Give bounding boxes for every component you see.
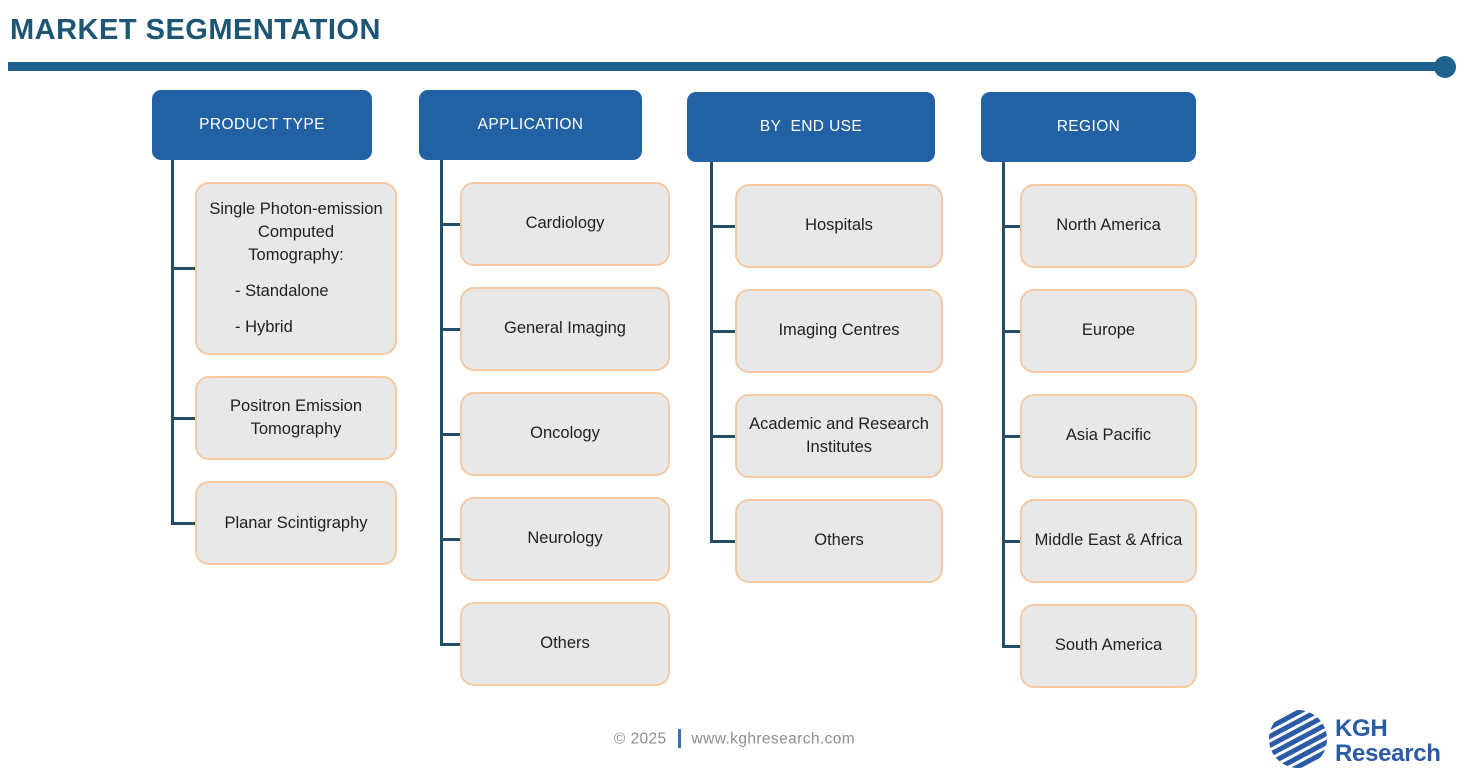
segment-box-application-4: Others <box>440 602 670 686</box>
segment-box-end-use-3: Others <box>710 499 943 583</box>
segment-box-region-4: South America <box>1002 604 1197 688</box>
globe-icon <box>1268 707 1328 776</box>
segment-box-label: Asia Pacific <box>1065 426 1152 445</box>
segment-box-end-use-0: Hospitals <box>710 184 943 268</box>
segment-box-end-use-1: Imaging Centres <box>710 289 943 373</box>
logo-text: KGH Research <box>1335 715 1441 767</box>
segment-box-region-2: Asia Pacific <box>1002 394 1197 478</box>
segment-box-label: Others <box>814 531 864 550</box>
segment-box-sublabel: - Hybrid <box>235 318 293 337</box>
segment-box-label: North America <box>1056 216 1161 235</box>
segment-box-label: Academic and Research Institutes <box>749 414 929 456</box>
page-title: MARKET SEGMENTATION <box>10 14 381 46</box>
segment-box-label: Single Photon-emission Computed Tomograp… <box>209 200 383 265</box>
footer: © 2025 www.kghresearch.com <box>0 729 1469 749</box>
segment-box-label: Cardiology <box>525 214 605 233</box>
kgh-research-logo: KGH Research <box>1268 707 1441 776</box>
segment-box-product-type-1: Positron Emission Tomography <box>171 376 397 461</box>
title-underline-rule <box>8 62 1438 71</box>
logo-line2: Research <box>1335 739 1441 767</box>
footer-separator <box>677 729 681 748</box>
connector-vline-product-type <box>171 160 174 523</box>
connector-vline-application <box>440 160 443 644</box>
segment-box-label: General Imaging <box>504 319 626 338</box>
segment-box-region-0: North America <box>1002 184 1197 268</box>
segment-box-label: Oncology <box>530 424 600 443</box>
segment-box-label: Hospitals <box>805 216 873 235</box>
segment-box-label: Positron Emission Tomography <box>229 397 363 439</box>
segment-box-label: Others <box>540 634 590 653</box>
segment-box-label: Planar Scintigraphy <box>224 513 368 532</box>
column-header-product-type: PRODUCT TYPE <box>152 90 372 160</box>
column-header-region: REGION <box>981 92 1196 162</box>
segment-box-label: South America <box>1054 636 1163 655</box>
segment-box-region-1: Europe <box>1002 289 1197 373</box>
segment-box-product-type-0: Single Photon-emission Computed Tomograp… <box>171 182 397 356</box>
segment-box-end-use-2: Academic and Research Institutes <box>710 394 943 478</box>
website-text: www.kghresearch.com <box>691 730 856 748</box>
segment-box-label: Middle East & Africa <box>1034 531 1183 550</box>
logo-line1: KGH <box>1335 715 1388 743</box>
segment-box-label: Europe <box>1081 321 1136 340</box>
rule-end-dot <box>1434 56 1456 78</box>
segment-box-application-1: General Imaging <box>440 287 670 371</box>
copyright-text: © 2025 <box>613 730 667 748</box>
connector-vline-end-use <box>710 162 713 541</box>
segment-box-product-type-2: Planar Scintigraphy <box>171 481 397 566</box>
segment-box-label: Neurology <box>527 529 603 548</box>
connector-vline-region <box>1002 162 1005 646</box>
column-header-application: APPLICATION <box>419 90 642 160</box>
column-header-end-use: BY END USE <box>687 92 935 162</box>
segment-box-application-2: Oncology <box>440 392 670 476</box>
segment-column-product-type: PRODUCT TYPE Single Photon-emission Compu… <box>152 90 397 566</box>
segment-box-label: Imaging Centres <box>778 321 900 340</box>
segment-box-application-0: Cardiology <box>440 182 670 266</box>
segment-box-region-3: Middle East & Africa <box>1002 499 1197 583</box>
segment-box-sublabel: - Standalone <box>235 282 329 301</box>
segment-box-application-3: Neurology <box>440 497 670 581</box>
